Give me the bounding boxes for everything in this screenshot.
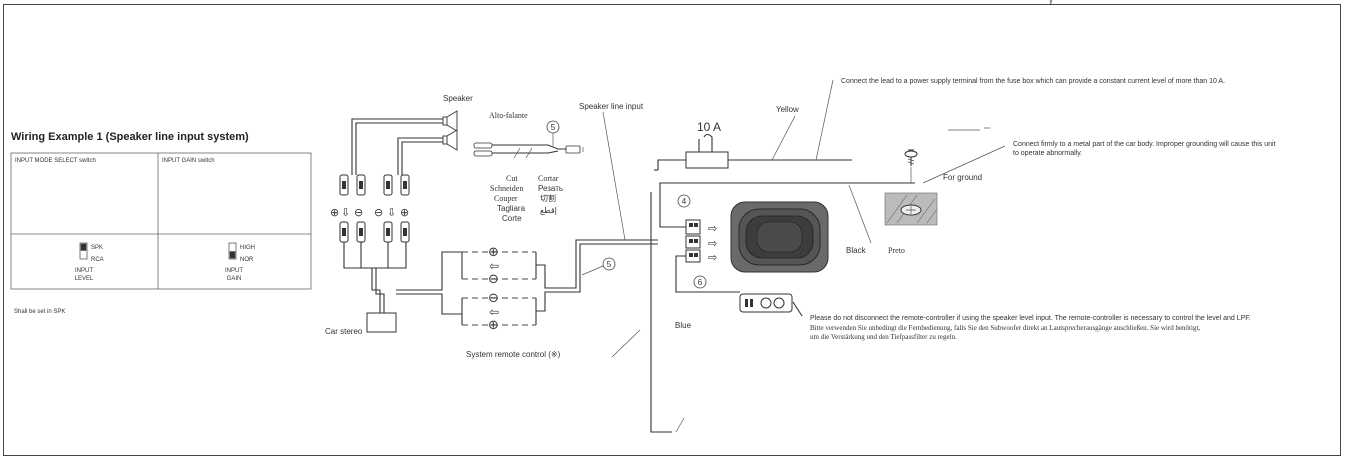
preto-label: Preto [888, 246, 905, 255]
remote-note-en: Please do not disconnect the remote-cont… [810, 315, 1251, 322]
system-remote-label: System remote control (※) [466, 350, 561, 359]
remote-note: Please do not disconnect the remote-cont… [810, 315, 1251, 341]
blue-label: Blue [675, 321, 692, 330]
remote-note-de-1: Bitte verwenden Sie unbedingt die Fernbe… [810, 324, 1200, 332]
for-ground-label: For ground [943, 173, 982, 182]
speaker-plug-icon [339, 221, 349, 243]
speaker-label: Speaker [443, 94, 473, 103]
page-border [3, 4, 1341, 456]
minus-icon: ⊖ [354, 207, 363, 219]
plus-icon: ⊕ [488, 244, 499, 259]
callout-5-number: 5 [551, 123, 556, 132]
ground-note-2: to operate abnormally. [1013, 150, 1082, 157]
cut-text: Резать [538, 184, 563, 193]
speaker-plug-icon [383, 221, 393, 243]
speaker-plug-icon [400, 221, 410, 243]
callout-5: 5 [546, 120, 560, 134]
polarity-row: ⊕ ⇩ ⊖ ⊖ ⇩ ⊕ [330, 207, 409, 219]
left-arrow-icon: ⇦ [489, 305, 499, 319]
speaker-polarity-group: ⊕ ⊖ ⇦ ⊖ ⊕ ⇦ [461, 244, 537, 332]
subwoofer-unit [730, 201, 829, 273]
minus-icon: ⊖ [488, 271, 499, 286]
callout-6-number: 6 [698, 278, 703, 287]
speaker-plug-icon [339, 174, 349, 196]
plus-icon: ⊕ [488, 317, 499, 332]
speaker-plug-icon [356, 221, 366, 243]
fuse-holder-icon [685, 133, 729, 169]
cut-text: 切割 [540, 193, 556, 203]
cut-translations: Cut Schneiden Couper Tagliara Corte Cort… [490, 174, 563, 223]
input-level-label-2: LEVEL [75, 276, 94, 282]
spk-label: SPK [91, 245, 103, 251]
fuse-rating-label: 10 A [697, 120, 721, 134]
remote-note-de-2: um die Verstärkung und den Tiefpassfilte… [810, 333, 957, 341]
cut-text: إقطع [540, 206, 557, 216]
high-label: HIGH [240, 245, 255, 251]
cut-text: Cortar [538, 174, 559, 183]
cut-text: Couper [494, 194, 518, 203]
screw-icon [904, 149, 918, 166]
wiring-example-title: Wiring Example 1 (Speaker line input sys… [11, 131, 249, 143]
speaker-plug-icon [356, 174, 366, 196]
right-arrow-icon: ⇨ [708, 252, 717, 264]
remote-controller-icon [739, 293, 793, 313]
down-arrow-icon: ⇩ [387, 207, 396, 219]
input-gain-header: INPUT GAIN switch [162, 158, 215, 164]
yellow-label: Yellow [776, 105, 799, 114]
switch-settings-table: INPUT MODE SELECT switch INPUT GAIN swit… [10, 152, 312, 290]
left-arrow-icon: ⇦ [489, 259, 499, 273]
callout-4-number: 4 [682, 197, 687, 206]
speaker-icon [442, 129, 458, 151]
cut-text: Tagliara [497, 204, 526, 213]
ground-note-1: Connect firmly to a metal part of the ca… [1013, 141, 1276, 148]
power-supply-note: Connect the lead to a power supply termi… [841, 78, 1225, 85]
cut-text: Corte [502, 214, 522, 223]
input-gain-label-1: INPUT [225, 268, 243, 274]
cut-text: Cut [506, 174, 518, 183]
input-mode-select-header: INPUT MODE SELECT switch [15, 158, 96, 164]
input-gain-switch [228, 242, 237, 260]
speaker-icon [442, 110, 458, 132]
car-body-ground-icon [884, 192, 938, 226]
speaker-input-connector [685, 235, 701, 249]
set-spk-footnote: Shall be set in SPK [14, 309, 65, 315]
page-marker: y [1049, 0, 1053, 5]
input-gain-label-2: GAIN [227, 276, 242, 282]
callout-5: 5 [602, 257, 616, 271]
rca-label: RCA [91, 257, 104, 263]
callout-5-number: 5 [607, 260, 612, 269]
minus-icon: ⊖ [374, 207, 383, 219]
plus-icon: ⊕ [400, 207, 409, 219]
down-arrow-icon: ⇩ [341, 207, 350, 219]
speaker-plug-icon [400, 174, 410, 196]
remote-connector [685, 249, 701, 263]
callout-4: 4 [677, 194, 691, 208]
black-label: Black [846, 246, 867, 255]
right-arrow-icon: ⇨ [708, 238, 717, 250]
minus-icon: ⊖ [488, 290, 499, 305]
input-level-label-1: INPUT [75, 268, 93, 274]
power-connector [685, 219, 701, 235]
car-stereo-unit [366, 312, 397, 333]
plus-icon: ⊕ [330, 207, 339, 219]
input-mode-switch [79, 242, 88, 260]
right-arrow-icon: ⇨ [708, 223, 717, 235]
alto-falante-label: Alto-falante [489, 111, 528, 120]
callout-6: 6 [693, 275, 707, 289]
speaker-plug-icon [383, 174, 393, 196]
rca-cable-icon [473, 142, 584, 157]
cut-text: Schneiden [490, 184, 523, 193]
car-stereo-label: Car stereo [325, 327, 363, 336]
nor-label: NOR [240, 257, 254, 263]
speaker-line-input-label: Speaker line input [579, 102, 644, 111]
